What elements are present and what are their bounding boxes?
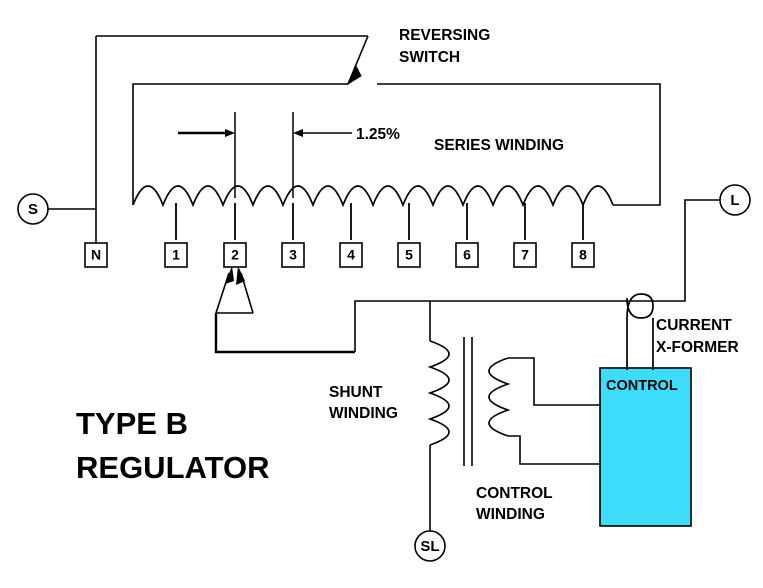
tap-box-4[interactable] — [339, 242, 363, 268]
tap-selector-arrowhead-right-icon — [236, 266, 245, 285]
reversing-switch-arrowhead-icon — [346, 64, 362, 86]
control-box[interactable] — [599, 367, 692, 527]
control-winding-label-line2: WINDING — [476, 506, 545, 523]
tap-box-2[interactable] — [223, 242, 247, 268]
current-transformer-coil — [626, 293, 654, 370]
tap-box-1-label: 1 — [172, 247, 180, 263]
reversing-switch-label-line1: REVERSING — [399, 27, 490, 44]
shunt-winding-label-line2: WINDING — [329, 405, 398, 422]
step-percent-label: 1.25% — [356, 126, 400, 143]
tap-box-8[interactable] — [571, 242, 595, 268]
tap-box-1[interactable] — [164, 242, 188, 268]
control-winding-coil — [488, 357, 511, 437]
tap-box-6[interactable] — [455, 242, 479, 268]
tap-box-7[interactable] — [513, 242, 537, 268]
current-xformer-label-line1: CURRENT — [656, 317, 732, 334]
diagram-title-line1: TYPE B — [76, 406, 188, 441]
tap-box-4-label: 4 — [347, 247, 355, 263]
reversing-switch-inner-bus — [132, 83, 348, 205]
tap-box-6-label: 6 — [463, 247, 471, 263]
series-winding-right-lead — [377, 83, 661, 206]
tap-box-5[interactable] — [397, 242, 421, 268]
tap-box-3-label: 3 — [289, 247, 297, 263]
shunt-winding-coil — [427, 340, 450, 446]
series-winding-coil — [132, 185, 614, 208]
tap-selector-arrowhead-left-icon — [225, 266, 234, 284]
control-winding-label-line1: CONTROL — [476, 485, 553, 502]
tap-box-7-label: 7 — [521, 247, 529, 263]
control-winding-lead-lower — [508, 435, 600, 465]
tap-selector-common-wire — [214, 313, 355, 354]
tap-box-8-label: 8 — [579, 247, 587, 263]
terminal-box-n-label: N — [91, 247, 101, 263]
current-xformer-label-line2: X-FORMER — [656, 339, 739, 356]
control-winding-lead-upper — [508, 357, 600, 406]
terminal-s-label: S — [28, 201, 38, 218]
tap-box-5-label: 5 — [405, 247, 413, 263]
series-winding-label: SERIES WINDING — [434, 137, 564, 154]
control-box-label: CONTROL — [606, 378, 678, 394]
tap-box-2-label: 2 — [231, 247, 239, 263]
tap-box-3[interactable] — [281, 242, 305, 268]
diagram-title-line2: REGULATOR — [76, 450, 269, 485]
reversing-switch-label-line2: SWITCH — [399, 49, 460, 66]
dimension-arrow-left-head-icon — [225, 129, 235, 137]
terminal-l-label: L — [730, 192, 739, 209]
tap-lead-lines — [175, 203, 584, 240]
terminal-sl-label: SL — [420, 538, 439, 555]
shunt-winding-label-line1: SHUNT — [329, 384, 383, 401]
terminal-box-n[interactable] — [84, 242, 108, 268]
load-lead-wire — [650, 199, 720, 302]
terminal-circle-sl[interactable] — [414, 530, 446, 562]
shunt-feed-bus-wire — [354, 300, 650, 352]
dimension-arrow-right-head-icon — [293, 129, 303, 137]
